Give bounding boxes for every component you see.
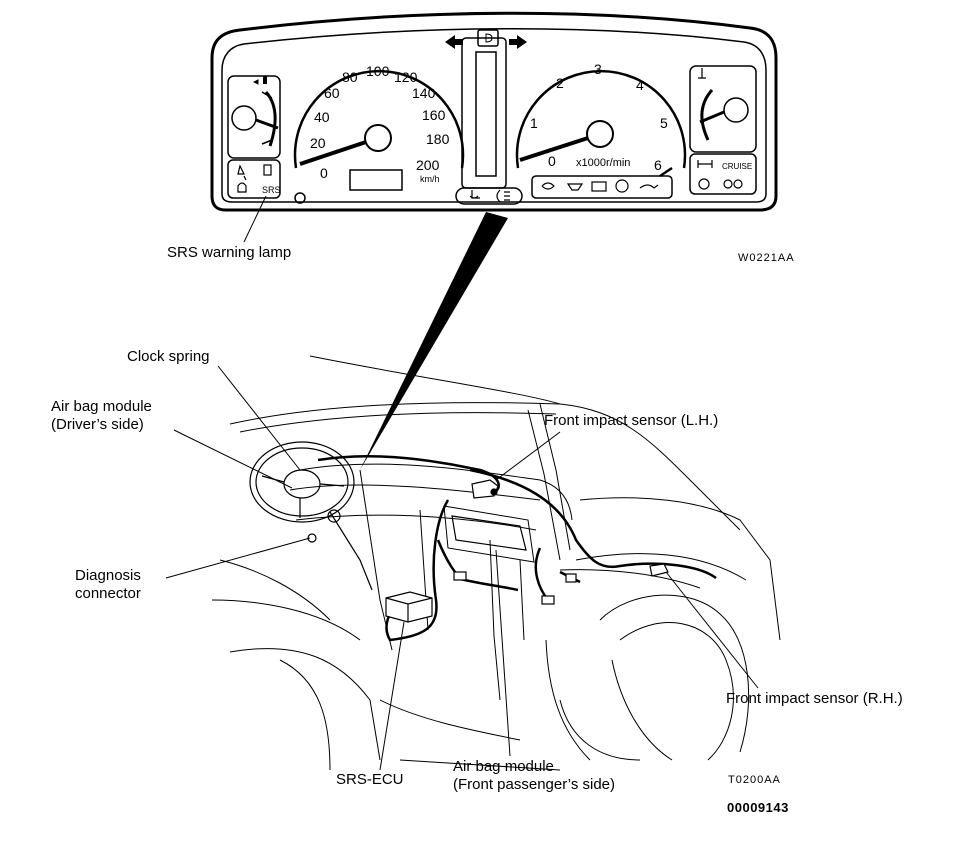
tacho-tick-2: 2: [556, 75, 564, 91]
tacho-tick-1: 1: [530, 115, 538, 131]
instrument-cluster: [210, 11, 778, 212]
cluster-pointer: [360, 212, 508, 470]
speedometer: [293, 69, 465, 191]
speed-tick-60: 60: [324, 85, 340, 101]
left-warning-panel: [227, 159, 281, 199]
srs-ecu-box: [385, 591, 433, 623]
speed-tick-200: 200: [416, 157, 440, 173]
tachometer-scale: 0 1 2 3 4 5 6 x1000r/min: [530, 61, 668, 173]
speed-tick-100: 100: [366, 63, 390, 79]
label-diagnosis-2: connector: [75, 585, 141, 602]
label-front-impact-lh: Front impact sensor (L.H.): [544, 412, 719, 429]
right-indicator-panel: [689, 153, 757, 195]
tacho-tick-5: 5: [660, 115, 668, 131]
tacho-warning-lamps: [531, 175, 673, 199]
document-number: 00009143: [727, 800, 789, 815]
center-indicator-strip: [445, 29, 527, 205]
tacho-tick-3: 3: [594, 61, 602, 77]
label-airbag-driver-1: Air bag module: [51, 398, 152, 415]
label-front-impact-rh: Front impact sensor (R.H.): [726, 690, 903, 707]
tachometer: [515, 69, 687, 178]
label-airbag-passenger-2: (Front passenger’s side): [453, 776, 616, 793]
label-airbag-passenger-1: Air bag module: [453, 758, 554, 775]
speed-tick-160: 160: [422, 107, 446, 123]
passenger-airbag-module: [451, 515, 527, 551]
speed-tick-120: 120: [394, 69, 418, 85]
label-diagnosis-1: Diagnosis: [75, 567, 141, 584]
speed-tick-180: 180: [426, 131, 450, 147]
label-airbag-driver-2: (Driver’s side): [51, 416, 144, 433]
speedometer-scale: 0 20 40 60 80 100 120 140 160 180 200 km…: [310, 63, 450, 184]
srs-lamp-leader: [243, 195, 267, 243]
tacho-tick-6: 6: [654, 157, 662, 173]
speed-tick-0: 0: [320, 165, 328, 181]
vehicle-figure-code: T0200AA: [728, 774, 781, 786]
label-srs-ecu: SRS-ECU: [336, 771, 404, 788]
speed-tick-20: 20: [310, 135, 326, 151]
speed-unit: km/h: [420, 174, 440, 184]
label-clock-spring: Clock spring: [127, 348, 210, 365]
speed-tick-140: 140: [412, 85, 436, 101]
tacho-unit: x1000r/min: [576, 157, 630, 169]
vehicle-outline: [211, 355, 781, 771]
srs-indicator-label: SRS: [262, 185, 281, 195]
temperature-gauge: [689, 65, 757, 153]
speed-tick-80: 80: [342, 69, 358, 85]
srs-wiring-harness: [317, 455, 717, 642]
label-srs-warning-lamp: SRS warning lamp: [167, 244, 292, 261]
callout-leaders: [165, 365, 759, 771]
tacho-tick-0: 0: [548, 153, 556, 169]
cruise-label: CRUISE: [722, 162, 752, 171]
cluster-figure-code: W0221AA: [738, 252, 795, 264]
speed-tick-40: 40: [314, 109, 330, 125]
srs-components: [385, 479, 669, 623]
fuel-gauge: [227, 75, 281, 159]
front-impact-sensor-rh: [649, 563, 669, 577]
tacho-tick-4: 4: [636, 77, 644, 93]
